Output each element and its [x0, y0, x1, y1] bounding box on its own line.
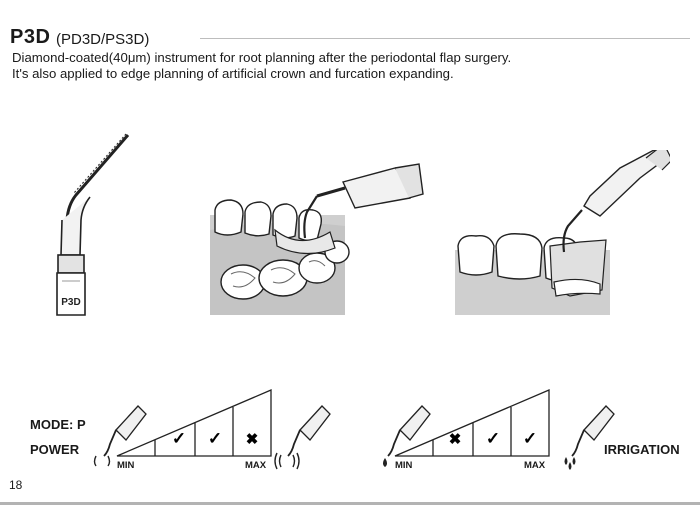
- water-drops-icon: [564, 457, 576, 470]
- power-min-icon: [93, 455, 97, 467]
- irrigation-min-text: MIN: [395, 460, 413, 471]
- irrigation-label: IRRIGATION: [604, 442, 680, 457]
- teeth-lateral-illustration: [455, 150, 670, 315]
- power-level-3: ✖: [246, 431, 259, 448]
- power-max-text: MAX: [245, 460, 267, 471]
- tip-engraving: P3D: [61, 297, 80, 308]
- page-number: 18: [9, 478, 23, 492]
- irrigation-handpiece-max-icon: [564, 405, 615, 470]
- power-level-2: ✓: [208, 429, 222, 448]
- tip-illustration: P3D: [56, 133, 130, 316]
- description-line-2: It's also applied to edge planning of ar…: [12, 66, 454, 81]
- mode-label: MODE: P: [30, 417, 86, 432]
- footer-rule: [0, 502, 700, 505]
- description-line-1: Diamond-coated(40μm) instrument for root…: [12, 50, 512, 65]
- power-handpiece-max-icon: [274, 405, 331, 470]
- power-max-icon: [274, 452, 300, 470]
- teeth-occlusal-illustration: [210, 163, 424, 315]
- irrigation-level-2: ✓: [486, 429, 500, 448]
- water-drop-icon: [383, 458, 387, 467]
- power-level-wedge: ✓ ✓ ✖: [116, 389, 272, 457]
- header-rule: [200, 38, 690, 39]
- irrigation-level-1: ✖: [449, 431, 462, 448]
- irrigation-level-3: ✓: [523, 429, 537, 448]
- irrigation-level-wedge: ✖ ✓ ✓: [394, 389, 550, 457]
- irrigation-max-text: MAX: [524, 460, 546, 471]
- model-title: P3D: [10, 26, 51, 48]
- irrigation-handpiece-min-icon: [383, 405, 431, 467]
- power-handpiece-min-icon: [93, 405, 147, 467]
- model-variants: (PD3D/PS3D): [56, 31, 150, 48]
- power-label: POWER: [30, 442, 80, 457]
- page-header: P3D (PD3D/PS3D): [10, 26, 690, 48]
- power-level-1: ✓: [172, 429, 186, 448]
- power-min-text: MIN: [117, 460, 135, 471]
